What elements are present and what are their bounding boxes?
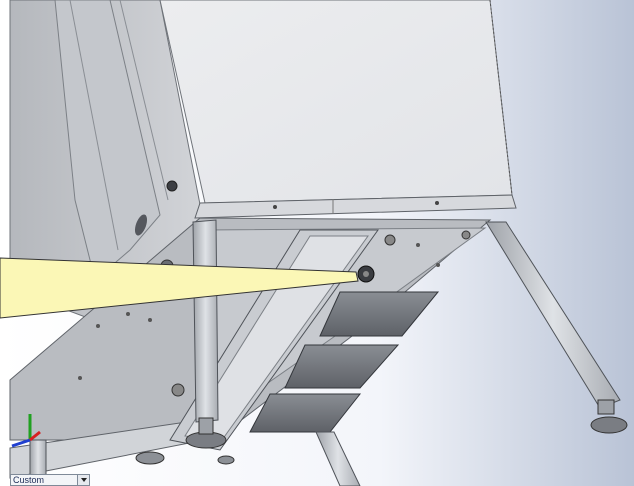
cabinet-door-edge xyxy=(54,0,161,281)
chevron-down-icon[interactable] xyxy=(77,475,89,485)
view-orientation-value: Custom xyxy=(13,475,45,485)
triad-x-axis xyxy=(29,430,41,442)
vibration-pad-1 xyxy=(319,291,440,337)
back-right-leg xyxy=(485,221,621,409)
callout-pointer xyxy=(0,257,359,319)
vibration-pad-2 xyxy=(284,344,400,389)
door-handle-slot xyxy=(134,214,148,236)
cabinet-front-panel xyxy=(159,0,513,204)
back-right-foot xyxy=(590,416,628,434)
back-left-leg xyxy=(315,431,361,486)
triad-z-axis xyxy=(11,438,31,448)
front-left-leg xyxy=(192,219,219,423)
cabinet-lower-rail xyxy=(194,194,517,219)
view-orientation-dropdown[interactable]: Custom xyxy=(10,474,90,486)
reference-triad xyxy=(11,414,41,448)
door-lock xyxy=(166,180,178,192)
